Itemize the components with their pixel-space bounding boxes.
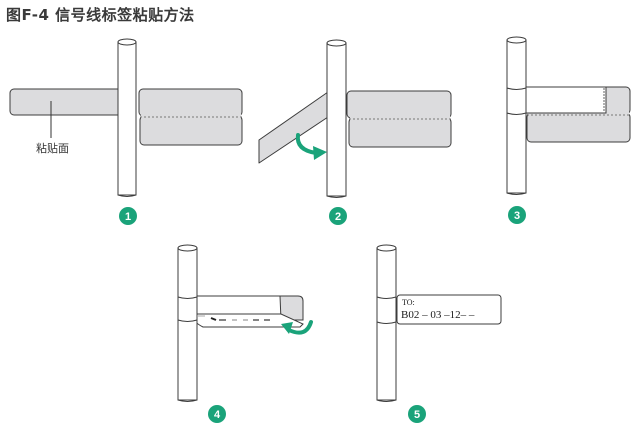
figure-title: 图F-4 信号线标签粘贴方法 xyxy=(6,6,195,24)
adhesive-side-label: 粘贴面 xyxy=(36,141,69,155)
step-4-illustration: 4 xyxy=(177,244,313,423)
cable-3 xyxy=(506,36,527,195)
step-1-illustration: 粘贴面 1 xyxy=(9,38,243,225)
label-line-2: B02 ‒ 03 ‒12‒ ‒ xyxy=(401,309,475,321)
step-badge-2 xyxy=(329,207,347,225)
fold-arrow-icon xyxy=(295,133,318,155)
fold-up-arrow-icon xyxy=(287,320,313,335)
svg-text:3: 3 xyxy=(514,210,520,222)
step-3-illustration: 3 xyxy=(506,36,631,224)
step-badge-3 xyxy=(508,206,526,224)
step-badge-5 xyxy=(408,405,426,423)
step-badge-4 xyxy=(208,405,226,423)
step-badge-1 xyxy=(119,207,137,225)
svg-text:2: 2 xyxy=(335,211,341,223)
label-print-preview xyxy=(198,315,270,321)
finished-label xyxy=(396,294,502,325)
svg-text:4: 4 xyxy=(214,409,221,421)
label-line-1: TO: xyxy=(402,298,415,307)
step-2-illustration: 2 xyxy=(258,39,452,225)
cable-5 xyxy=(376,244,397,402)
cable-2 xyxy=(326,39,347,198)
cable-4 xyxy=(177,244,198,402)
svg-text:5: 5 xyxy=(414,409,420,421)
svg-text:1: 1 xyxy=(125,211,131,223)
cable-1 xyxy=(117,38,137,197)
step-5-illustration: TO: B02 ‒ 03 ‒12‒ ‒ 5 xyxy=(376,244,502,423)
